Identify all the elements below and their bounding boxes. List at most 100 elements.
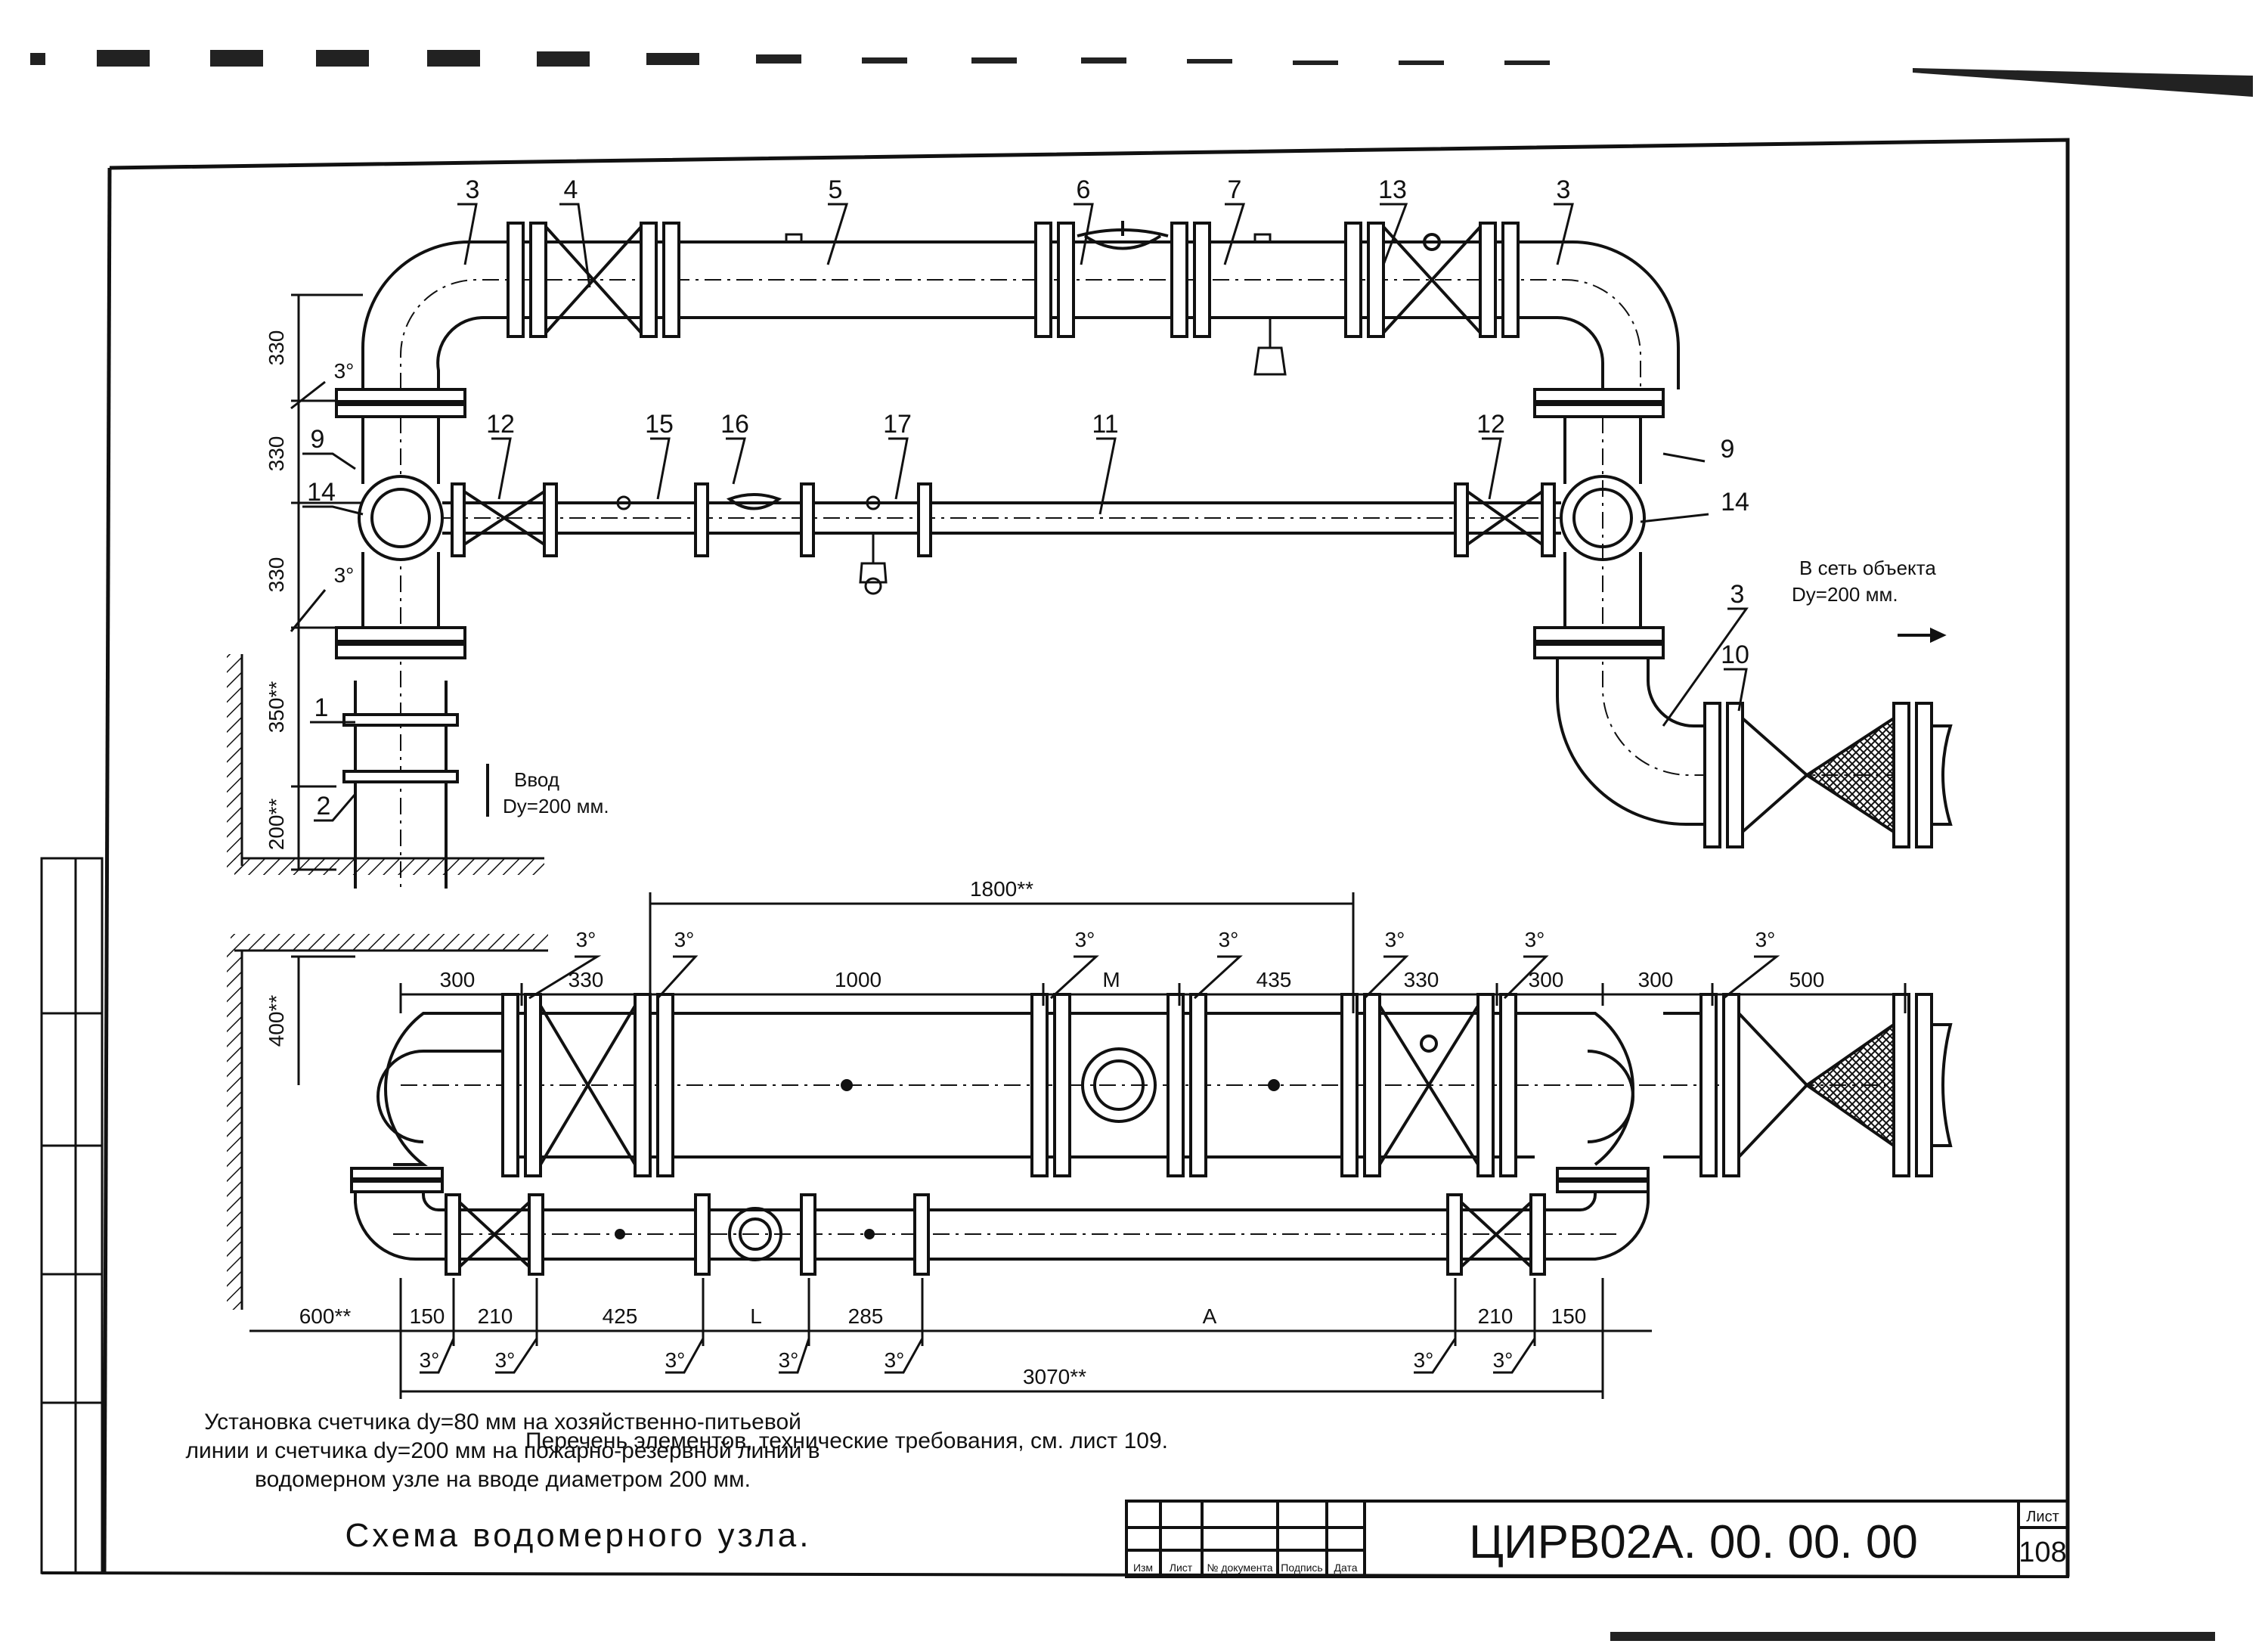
callout-14-left: 14	[307, 478, 336, 507]
outlet-riser	[1556, 417, 1905, 826]
inlet-label: Ввод	[514, 768, 559, 791]
inlet-riser-flanges	[335, 626, 466, 783]
sheet-label: Лист	[2026, 1509, 2059, 1525]
gate-valve-icon	[1466, 490, 1544, 546]
notes: Установка счетчика dy=80 мм на хозяйстве…	[185, 1410, 1168, 1554]
water-meter-icon	[1077, 221, 1169, 250]
outlet-label: В сеть объекта	[1799, 557, 1936, 579]
water-meter-icon	[726, 493, 782, 510]
side-dimensions: 330 330 330 350** 200** 3° 3° 400**	[265, 330, 354, 1047]
callout-12-left: 12	[486, 410, 515, 439]
callout-1: 1	[314, 693, 329, 722]
dim-bot-5: L	[750, 1304, 762, 1328]
bypass-line	[442, 501, 1561, 535]
callout-12-right: 12	[1476, 410, 1505, 439]
angle-bot-4: 3°	[779, 1348, 799, 1372]
gate-valve-icon	[1382, 225, 1482, 334]
plan-dimension-texts: 1800** 300 330 1000 M 435 330 300 300 50…	[299, 877, 1825, 1388]
gate-valve-icon	[458, 1201, 531, 1268]
col-izm: Изм	[1133, 1562, 1153, 1574]
callout-17: 17	[883, 410, 912, 439]
angle-top-1: 3°	[576, 928, 596, 951]
gate-valve-icon	[1460, 1201, 1532, 1268]
water-meter-icon	[1081, 1047, 1157, 1123]
tap-icon	[615, 1229, 875, 1239]
angle-bot-7: 3°	[1493, 1348, 1514, 1372]
callout-5: 5	[829, 175, 843, 204]
dim-bot-2: 150	[410, 1304, 445, 1328]
scheme-title: Схема водомерного узла.	[345, 1517, 811, 1554]
angle-top-2: 3°	[674, 928, 695, 951]
col-date: Дата	[1334, 1562, 1357, 1574]
check-valve-icon	[1699, 993, 1953, 1177]
angle-top-3: 3°	[1075, 928, 1095, 951]
wall-hatch-lower	[227, 934, 548, 1310]
dim-bot-4: 425	[603, 1304, 638, 1328]
drain-valve-icon	[1253, 318, 1287, 376]
callout-11: 11	[1092, 410, 1118, 439]
dim-330-top: 330	[265, 330, 288, 366]
water-meter-icon	[728, 1207, 782, 1261]
plan-dim-lines	[249, 892, 1907, 1399]
col-list: Лист	[1170, 1562, 1193, 1574]
check-valve-icon	[1703, 702, 1953, 848]
gate-valve-icon	[1378, 1004, 1479, 1166]
inlet-diameter: Dy=200 мм.	[503, 795, 609, 817]
callout-16: 16	[720, 410, 749, 439]
callout-leaders	[302, 203, 1749, 822]
dim-bot-3: 210	[478, 1304, 513, 1328]
side-dim-chain	[290, 293, 363, 871]
dim-top-7: 300	[1529, 968, 1564, 991]
angle-3-a: 3°	[334, 359, 355, 383]
callout-6: 6	[1077, 175, 1091, 204]
dim-330-low: 330	[265, 557, 288, 593]
angle-top-6: 3°	[1525, 928, 1545, 951]
tap-icon	[616, 495, 888, 595]
tee-icon	[358, 475, 444, 561]
dim-bot-7: A	[1203, 1304, 1217, 1328]
bypass-flanges	[451, 482, 1556, 557]
angle-top-5: 3°	[1385, 928, 1405, 951]
callout-13: 13	[1378, 175, 1407, 204]
drawing-code: ЦИРВ02А. 00. 00. 00	[1469, 1516, 1918, 1568]
note-line-3: водомерном узле на вводе диаметром 200 м…	[255, 1467, 751, 1492]
callout-2: 2	[317, 792, 331, 820]
callout-3-left: 3	[466, 175, 480, 204]
title-block	[1125, 1500, 2069, 1578]
dim-top-5: 435	[1256, 968, 1292, 991]
upper-vertical-flanges	[335, 388, 1665, 418]
angle-3-b: 3°	[334, 563, 355, 587]
angle-bot-3: 3°	[665, 1348, 686, 1372]
upper-main-flanges	[507, 222, 1520, 338]
angle-top-4: 3°	[1219, 928, 1239, 951]
callout-15: 15	[645, 410, 674, 439]
dim-top-2: 330	[569, 968, 604, 991]
angle-bot-2: 3°	[495, 1348, 516, 1372]
angle-bot-6: 3°	[1414, 1348, 1434, 1372]
dim-bot-1: 600**	[299, 1304, 352, 1328]
dim-bot-8: 210	[1478, 1304, 1514, 1328]
scan-noise-top	[30, 50, 2253, 1641]
dim-1800: 1800**	[970, 877, 1033, 901]
gate-valve-icon	[544, 225, 643, 334]
dim-3070: 3070**	[1023, 1365, 1086, 1388]
outlet-arrow-icon	[1898, 627, 1947, 644]
callout-14-right: 14	[1721, 488, 1749, 516]
dim-200: 200**	[265, 799, 288, 851]
note-line-1: Установка счетчика dy=80 мм на хозяйстве…	[204, 1410, 801, 1435]
title-block-texts: ЦИРВ02А. 00. 00. 00 Лист 108 Изм Лист № …	[1133, 1509, 2067, 1574]
note-line-2: линии и счетчика dy=200 мм на пожарно-ре…	[185, 1438, 820, 1463]
dim-bot-9: 150	[1551, 1304, 1587, 1328]
dim-350: 350**	[265, 681, 288, 734]
dim-top-9: 500	[1789, 968, 1825, 991]
gate-valve-icon	[463, 490, 546, 546]
callout-3-outlet: 3	[1730, 580, 1745, 609]
angle-bot-1: 3°	[420, 1348, 440, 1372]
dim-top-4: M	[1102, 968, 1120, 991]
tap-icon	[785, 233, 1272, 242]
plan-angle-leaders	[420, 955, 1780, 1374]
dim-top-3: 1000	[835, 968, 881, 991]
angle-bot-5: 3°	[885, 1348, 905, 1372]
callout-numbers: 3 4 5 6 7 13 3 12 15 16 17 11 12 9 14 1 …	[307, 175, 1749, 820]
